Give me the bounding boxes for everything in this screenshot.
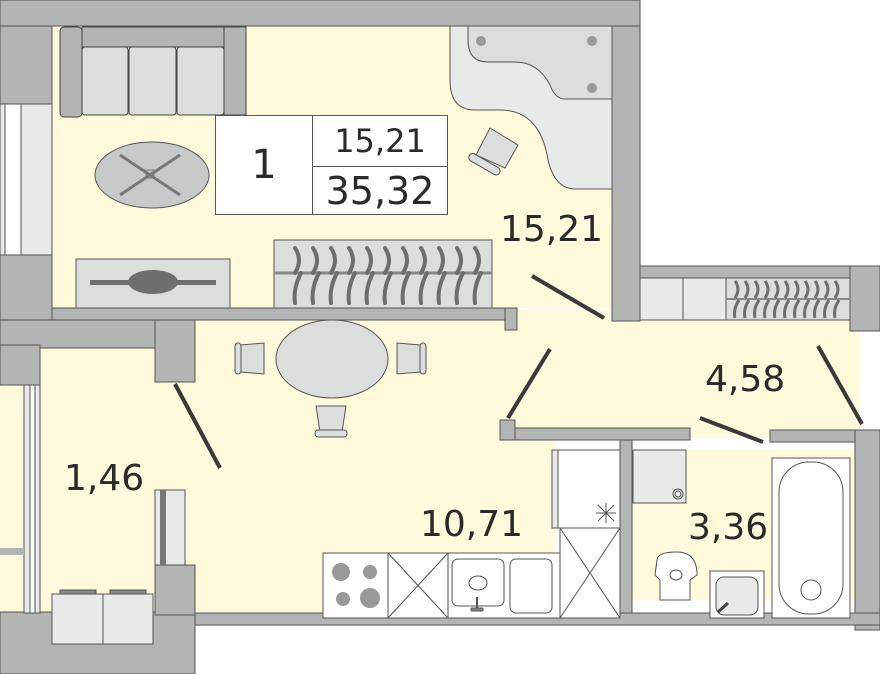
coffee-table[interactable] (94, 141, 210, 209)
wardrobe-hallway[interactable] (639, 277, 851, 321)
desk-chair[interactable] (467, 127, 519, 176)
living-area: 15,21 (313, 116, 447, 167)
kitchen-sink[interactable] (447, 552, 561, 619)
bathroom-area-label: 3,36 (688, 507, 769, 548)
balcony-area-label: 1,46 (64, 458, 145, 499)
bathtub[interactable] (771, 457, 851, 619)
kitchen-area-label: 10,71 (420, 504, 524, 545)
door-balcony[interactable] (173, 383, 222, 469)
dining-chairs[interactable] (234, 342, 427, 438)
balcony-outer-strip (0, 385, 24, 615)
total-area: 35,32 (325, 168, 435, 213)
hallway-area-label: 4,58 (705, 359, 786, 400)
rooms-count: 1 (216, 116, 313, 214)
door-entrance[interactable] (816, 345, 864, 425)
windows (0, 103, 186, 614)
hallway-floor[interactable] (500, 310, 860, 438)
dining-table[interactable] (275, 319, 389, 399)
corner-desk[interactable] (449, 25, 613, 190)
door-living[interactable] (530, 274, 606, 320)
door-kitchen[interactable] (506, 347, 552, 420)
toilet[interactable] (654, 551, 698, 601)
stove[interactable] (322, 552, 389, 619)
kitchen-corner-cabinet[interactable] (559, 527, 621, 619)
tv-stand[interactable] (75, 258, 231, 309)
water-heater[interactable] (632, 449, 687, 504)
apartment-summary: 1 15,21 35,32 (215, 115, 448, 215)
balcony-cabinets[interactable] (51, 589, 154, 645)
wardrobe-living[interactable] (273, 239, 493, 309)
living-room-area-label: 15,21 (500, 209, 604, 250)
refrigerator[interactable] (551, 449, 621, 529)
kitchen-cabinet[interactable] (387, 552, 449, 619)
window-balcony-door (154, 489, 186, 566)
door-bathroom[interactable] (699, 416, 764, 444)
sofa[interactable] (59, 26, 247, 118)
bathroom-sink[interactable] (709, 570, 765, 619)
door-swings (173, 274, 864, 469)
